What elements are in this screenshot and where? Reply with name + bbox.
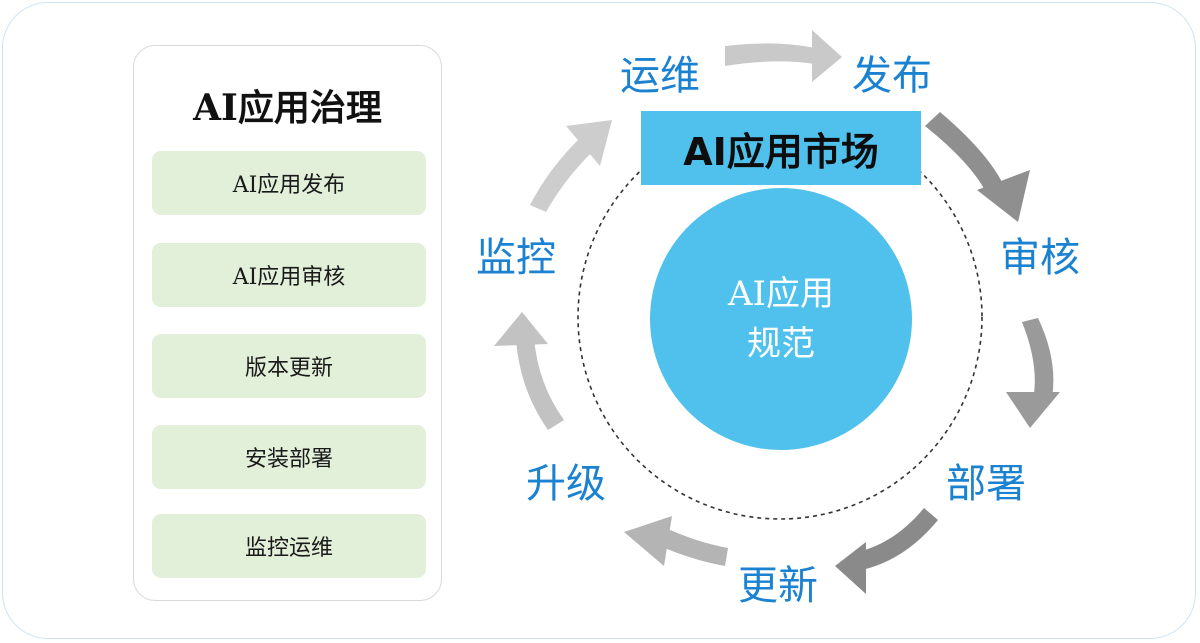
governance-title: AI应用治理 bbox=[193, 87, 382, 129]
market-title-box: AI应用市场 bbox=[641, 111, 921, 185]
governance-item-version-update: 版本更新 bbox=[152, 334, 426, 398]
governance-item-install-deploy: 安装部署 bbox=[152, 425, 426, 489]
cycle-step-upgrade: 升级 bbox=[526, 461, 606, 507]
arrow-publish-to-review bbox=[925, 112, 1030, 222]
arrow-monitor-to-ops bbox=[530, 120, 612, 212]
cycle-step-update: 更新 bbox=[738, 563, 818, 609]
cycle-step-monitor: 监控 bbox=[476, 235, 556, 281]
governance-item-publish: AI应用发布 bbox=[152, 151, 426, 215]
governance-item-monitor-ops: 监控运维 bbox=[152, 514, 426, 578]
cycle-step-ops: 运维 bbox=[620, 53, 700, 99]
center-line-2: 规范 bbox=[747, 324, 815, 364]
cycle-step-review: 审核 bbox=[1000, 235, 1080, 281]
arrow-deploy-to-update bbox=[835, 508, 938, 594]
arrow-ops-to-publish bbox=[725, 30, 842, 82]
dashed-ring bbox=[577, 114, 983, 520]
governance-panel: AI应用治理 bbox=[133, 45, 442, 601]
arrow-upgrade-to-monitor bbox=[494, 312, 564, 430]
arrow-update-to-upgrade bbox=[624, 516, 728, 566]
center-circle: AI应用 规范 bbox=[650, 188, 912, 450]
center-line-1: AI应用 bbox=[728, 274, 834, 314]
cycle-step-deploy: 部署 bbox=[946, 461, 1026, 507]
cycle-step-publish: 发布 bbox=[852, 53, 932, 99]
governance-item-review: AI应用审核 bbox=[152, 243, 426, 307]
arrow-review-to-deploy bbox=[1006, 318, 1060, 428]
